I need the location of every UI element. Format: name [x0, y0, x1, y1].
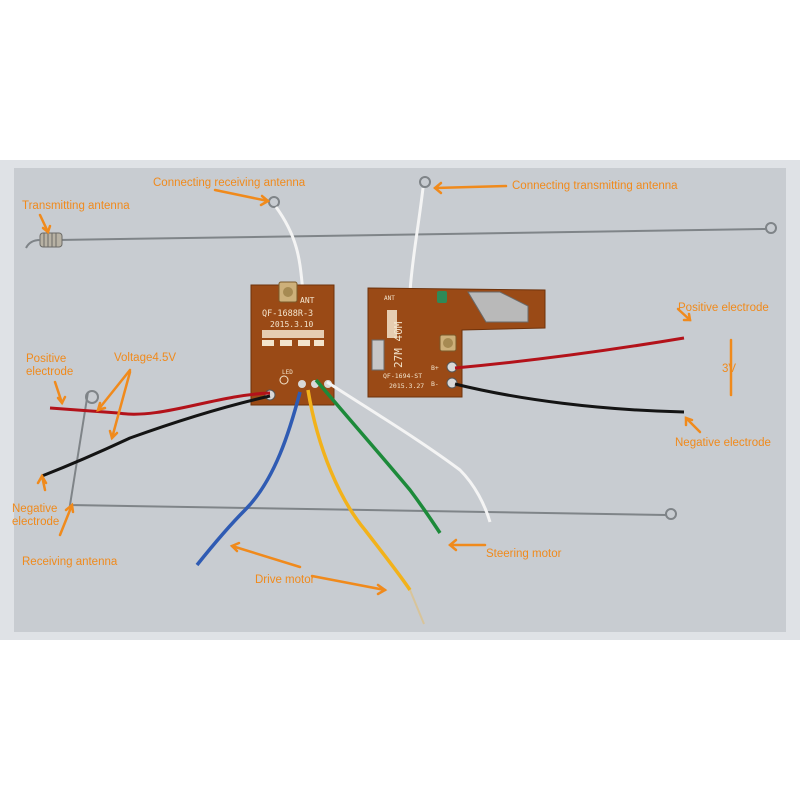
label-connecting-receiving-antenna: Connecting receiving antenna [153, 177, 306, 189]
label-receiving-antenna: Receiving antenna [22, 556, 118, 568]
transmitter-date-text: 2015.3.27 [389, 382, 424, 390]
label-positive-electrode-right: Positive electrode [678, 302, 769, 314]
steering-motor-wire-green [314, 378, 442, 534]
transmitting-antenna-connector [419, 176, 431, 188]
receiver-ant-text: ANT [300, 296, 315, 305]
receiver-model-text: QF-1688R-3 [262, 309, 313, 319]
transmitter-ant-text: ANT [384, 295, 395, 302]
transmitter-freq-text: 27M 40M [392, 321, 405, 368]
drive-motor-wire-yellow-tip [409, 589, 425, 625]
label-connecting-transmitting-antenna: Connecting transmitting antenna [512, 180, 678, 192]
transmitter-bminus-text: B- [431, 380, 439, 388]
label-negative-electrode-left: Negative electrode [12, 503, 60, 528]
label-drive-motor: Drive motor [255, 574, 315, 586]
label-steering-motor: Steering motor [486, 548, 562, 560]
receiver-negative-wire [41, 394, 271, 478]
label-voltage: Voltage4.5V [114, 352, 177, 364]
drive-motor-wire-yellow [306, 389, 412, 591]
receiving-antenna-connector [268, 196, 280, 208]
transmitter-board [367, 287, 546, 398]
label-negative-electrode-right: Negative electrode [675, 437, 771, 449]
transmitter-positive-wire [454, 336, 685, 370]
receiving-antenna [68, 390, 677, 520]
photo-background [14, 168, 786, 632]
label-transmitting-antenna: Transmitting antenna [22, 200, 130, 212]
label-3v: 3V [722, 363, 737, 375]
transmitter-bplus-text: B+ [431, 364, 439, 372]
transmitter-antenna-wire [408, 187, 425, 293]
annotation-arrows [36, 181, 733, 596]
receiver-led-text: LED [282, 369, 293, 376]
label-positive-electrode-left: Positive electrode [26, 353, 74, 378]
receiver-antenna-wire [274, 206, 305, 293]
receiver-positive-wire [49, 391, 271, 416]
drive-motor-wire-blue [195, 391, 302, 567]
receiver-date-text: 2015.3.10 [270, 320, 314, 329]
transmitter-negative-wire [454, 382, 685, 414]
steering-motor-wire-white [326, 380, 492, 523]
transmitting-antenna [25, 222, 777, 249]
transmitter-model-text: QF-1694-ST [383, 372, 422, 380]
